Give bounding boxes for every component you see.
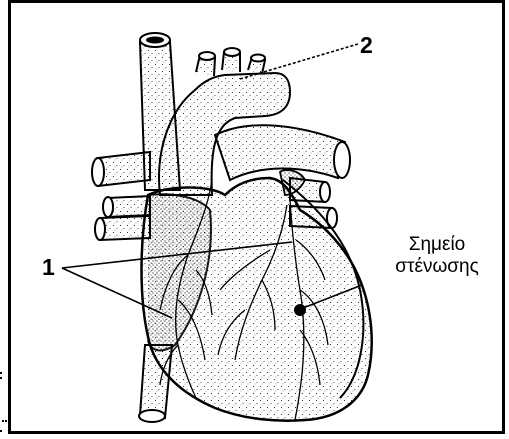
stenosis-label-line2: στένωσης (372, 256, 502, 278)
stenosis-label-line1: Σημείο (372, 234, 502, 256)
label-aorta: 2 (360, 34, 373, 57)
pulmonary-veins-left (92, 152, 150, 240)
stenosis-point-marker (294, 304, 306, 316)
edge-dots (0, 372, 7, 432)
label-coronary-arteries: 1 (42, 256, 55, 279)
stenosis-label: Σημείο στένωσης (372, 234, 502, 278)
